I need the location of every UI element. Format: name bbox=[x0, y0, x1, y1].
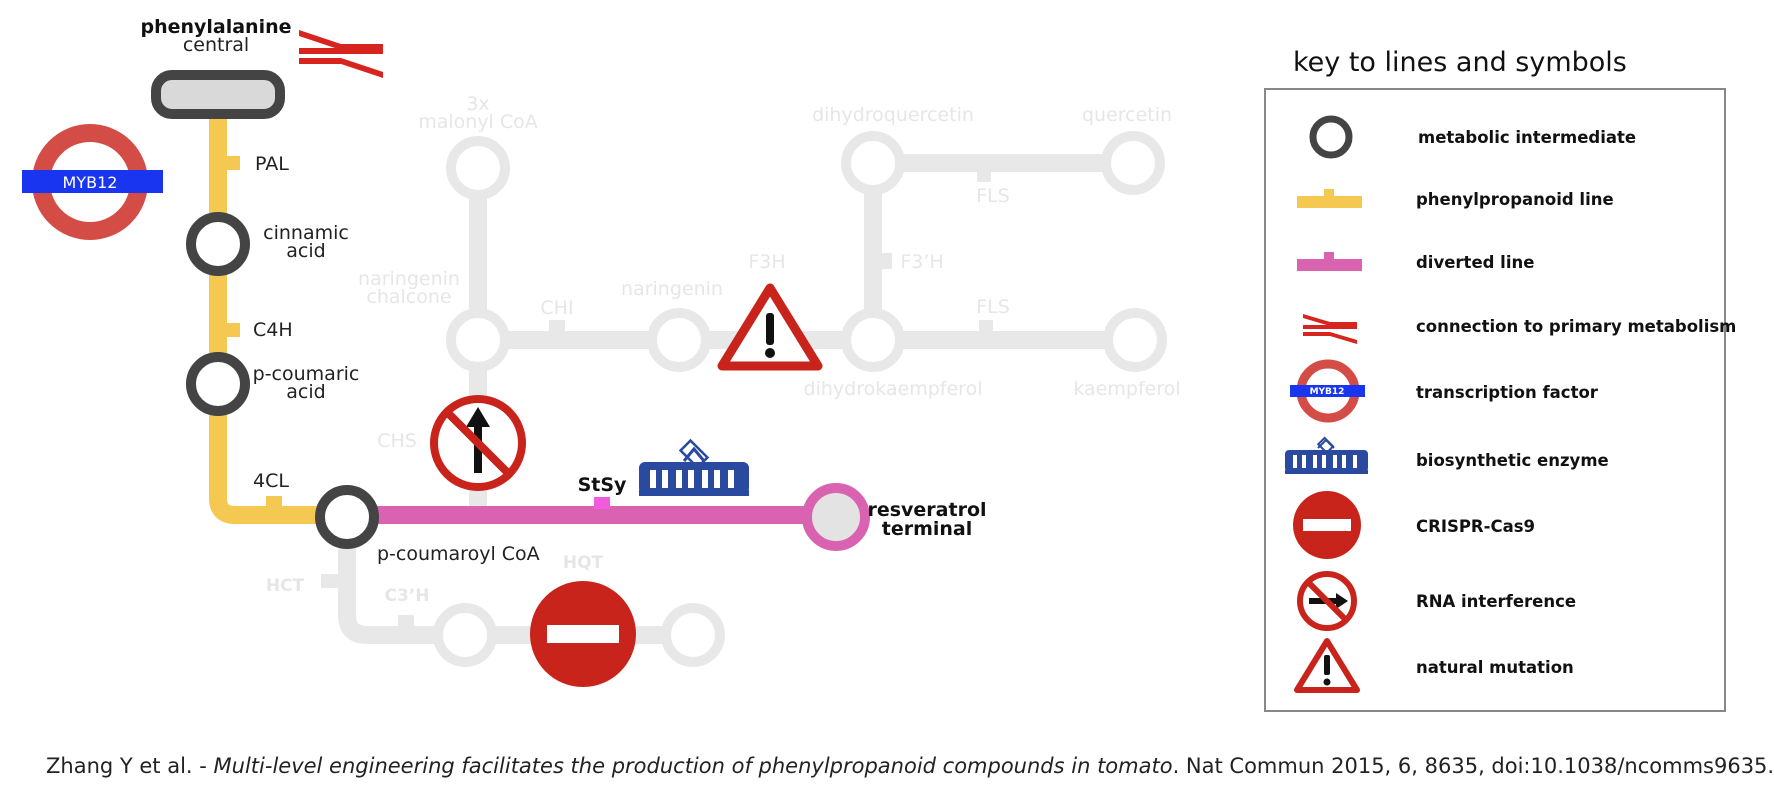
label-terminal-1: resveratrol bbox=[867, 499, 986, 521]
citation-title: Multi-level engineering facilitates the … bbox=[213, 754, 1173, 778]
key-item-crispr: CRISPR-Cas9 bbox=[1416, 517, 1535, 536]
node-kaempferol bbox=[1103, 308, 1167, 372]
enzyme-hqt: HQT bbox=[563, 553, 604, 573]
label-naringenin: naringenin bbox=[621, 278, 723, 300]
key-title: key to lines and symbols bbox=[1293, 47, 1627, 78]
key-rnai-icon bbox=[1297, 571, 1357, 631]
label-chalcone-2: chalcone bbox=[366, 286, 451, 308]
primary-metabolism-icon bbox=[299, 30, 383, 78]
key-item-phenylpropanoid: phenylpropanoid line bbox=[1416, 190, 1614, 209]
enzyme-c3ph: C3’H bbox=[385, 586, 430, 606]
label-malonyl-1: 3x bbox=[466, 93, 489, 115]
key-phenylpropanoid-icon bbox=[1297, 189, 1362, 208]
citation: Zhang Y et al. - Multi-level engineering… bbox=[46, 754, 1774, 778]
node-naringenin-chalcone bbox=[446, 308, 510, 372]
enzyme-c4h: C4H bbox=[253, 319, 293, 341]
label-dihydroquercetin: dihydroquercetin bbox=[812, 104, 974, 126]
label-terminal-2: terminal bbox=[882, 518, 973, 540]
key-mutation-icon bbox=[1294, 638, 1360, 693]
source-station bbox=[151, 70, 285, 119]
key-item-transcription-factor: transcription factor bbox=[1416, 383, 1599, 402]
label-dihydrokaempferol: dihydrokaempferol bbox=[804, 378, 983, 400]
rna-interference-sign bbox=[430, 395, 526, 491]
key-tram-icon bbox=[1285, 436, 1368, 474]
key-crispr-icon bbox=[1293, 491, 1361, 559]
phenylpropanoid-line bbox=[209, 110, 347, 524]
key-diverted-icon bbox=[1297, 252, 1362, 271]
node-naringenin bbox=[647, 308, 711, 372]
label-pcoumaroyl: p-coumaroyl CoA bbox=[377, 543, 540, 565]
label-cinnamic-1: cinnamic bbox=[263, 222, 349, 244]
node-pcoumaroyl-coa bbox=[315, 485, 379, 549]
label-quercetin: quercetin bbox=[1082, 104, 1172, 126]
key-item-rnai: RNA interference bbox=[1416, 592, 1576, 611]
enzyme-4cl: 4CL bbox=[253, 470, 289, 492]
key-item-diverted: diverted line bbox=[1416, 253, 1534, 272]
enzyme-fls-top: FLS bbox=[976, 185, 1010, 207]
key-item-mutation: natural mutation bbox=[1416, 658, 1574, 677]
label-pcoumaric-1: p-coumaric bbox=[253, 363, 360, 385]
pink-enzyme-tick bbox=[594, 497, 610, 509]
label-pcoumaric-2: acid bbox=[286, 381, 325, 403]
label-malonyl-2: malonyl CoA bbox=[418, 111, 538, 133]
label-kaempferol: kaempferol bbox=[1073, 378, 1180, 400]
key-tf-label: MYB12 bbox=[1310, 387, 1345, 397]
enzyme-pal: PAL bbox=[255, 153, 289, 175]
gray-line-hct bbox=[338, 506, 702, 644]
key-transcription-factor-icon: MYB12 bbox=[1290, 359, 1365, 423]
enzyme-fls-mid: FLS bbox=[976, 296, 1010, 318]
tram-icon bbox=[639, 438, 749, 496]
tf-label: MYB12 bbox=[63, 173, 118, 192]
enzyme-f3ph: F3’H bbox=[900, 251, 943, 273]
enzyme-chs: CHS bbox=[377, 430, 417, 452]
citation-journal: . Nat Commun 2015, 6, 8635, doi:10.1038/… bbox=[1172, 754, 1774, 778]
key-item-intermediate: metabolic intermediate bbox=[1418, 128, 1636, 147]
gray-enzyme-ticks bbox=[321, 170, 993, 627]
gray-nodes bbox=[433, 131, 1167, 667]
source-label-2: central bbox=[183, 34, 249, 56]
key-primary-metabolism-icon bbox=[1303, 314, 1357, 344]
node-caffeoyl bbox=[433, 603, 497, 667]
enzyme-f3h: F3H bbox=[748, 251, 785, 273]
active-nodes bbox=[186, 212, 379, 549]
node-chlorogenic bbox=[661, 603, 725, 667]
key-intermediate-icon bbox=[1309, 115, 1353, 159]
key-item-primary-metabolism: connection to primary metabolism bbox=[1416, 317, 1736, 336]
node-dihydroquercetin bbox=[841, 131, 905, 195]
label-cinnamic-2: acid bbox=[286, 240, 325, 262]
node-malonyl-coa bbox=[446, 136, 510, 200]
natural-mutation-sign bbox=[717, 283, 823, 371]
node-resveratrol-terminal bbox=[802, 483, 870, 551]
yellow-enzyme-ticks bbox=[224, 156, 282, 508]
transcription-factor-roundel: MYB12 bbox=[22, 124, 163, 240]
label-chalcone-1: naringenin bbox=[358, 268, 460, 290]
node-pcoumaric-acid bbox=[186, 352, 250, 416]
node-cinnamic-acid bbox=[186, 212, 250, 276]
node-dihydrokaempferol bbox=[841, 308, 905, 372]
enzyme-chi: CHI bbox=[540, 297, 573, 319]
node-quercetin bbox=[1101, 131, 1165, 195]
enzyme-stsy: StSy bbox=[578, 474, 627, 496]
enzyme-hct: HCT bbox=[266, 576, 305, 596]
crispr-sign bbox=[530, 581, 636, 687]
citation-authors: Zhang Y et al. - bbox=[46, 754, 214, 778]
key-item-enzyme: biosynthetic enzyme bbox=[1416, 451, 1609, 470]
source-label-1: phenylalanine bbox=[140, 16, 291, 38]
